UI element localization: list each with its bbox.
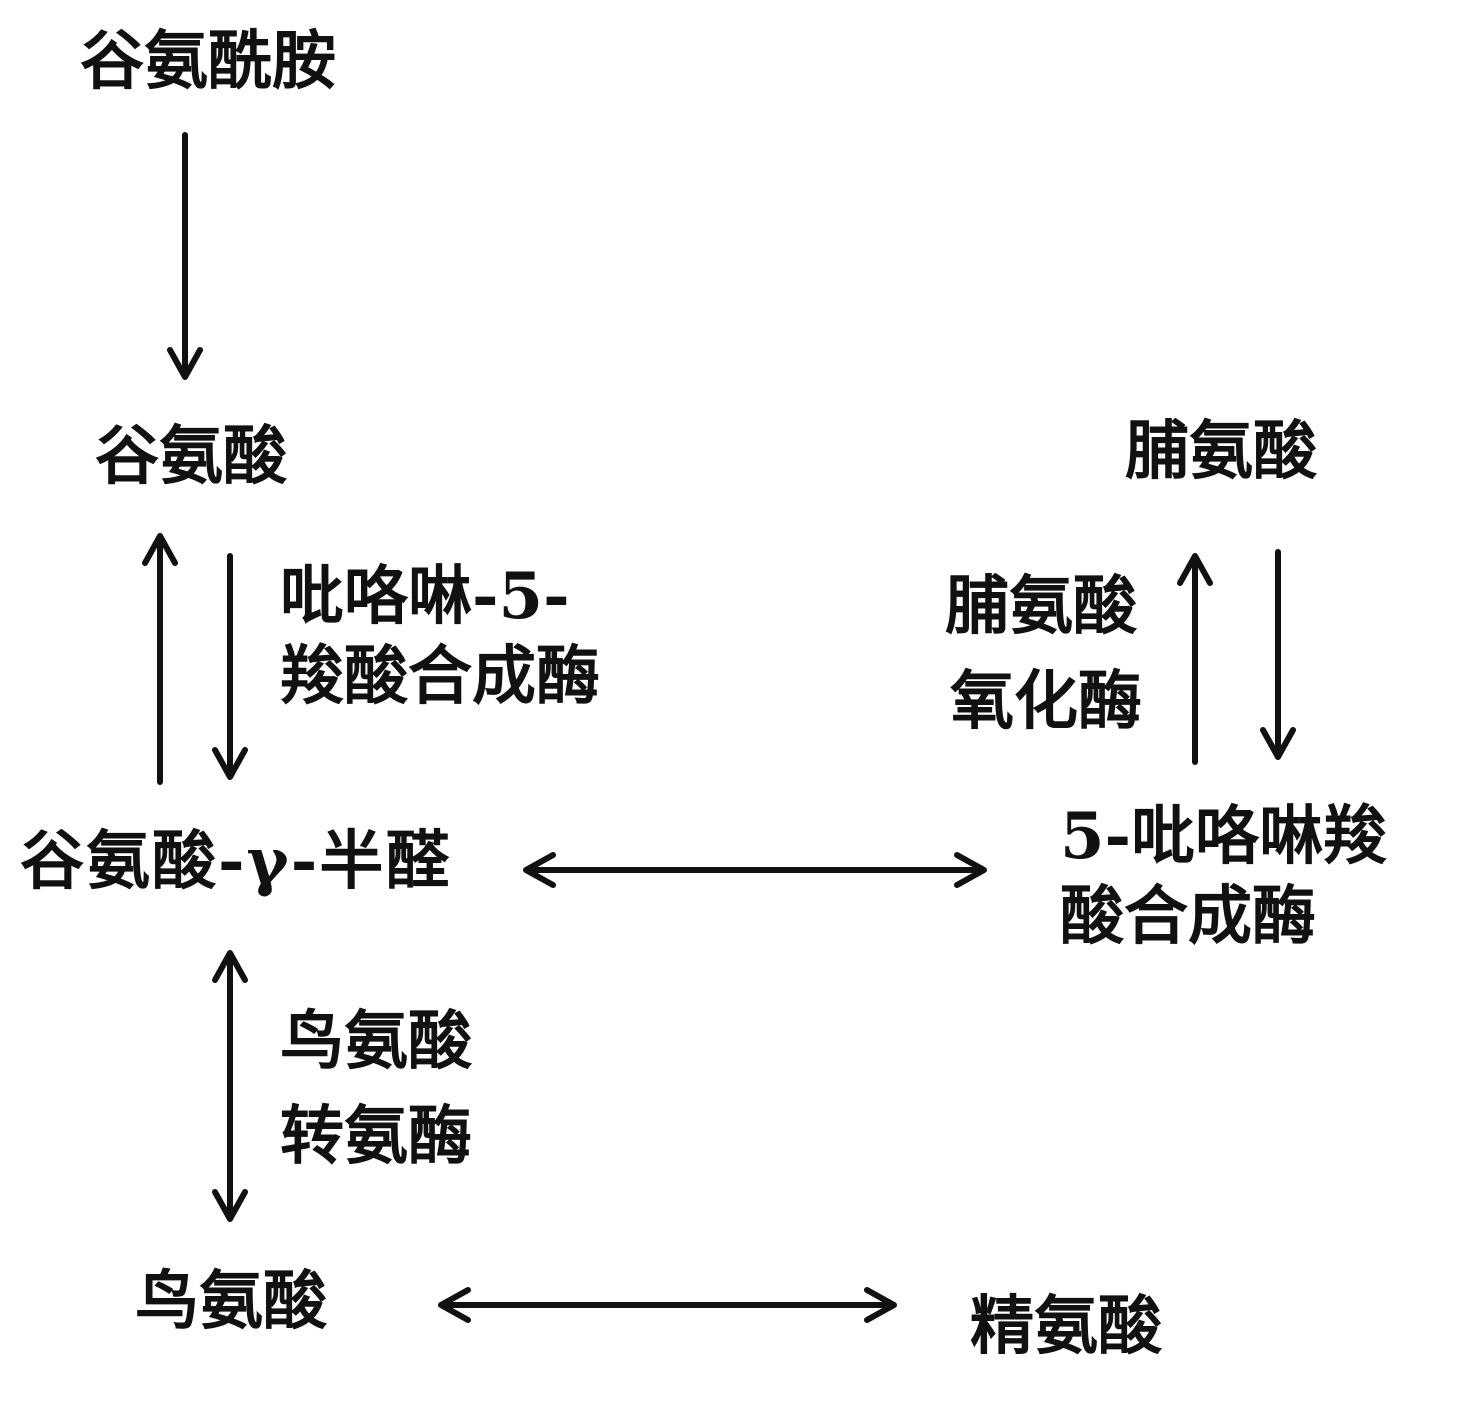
enzyme-oat-line2: 转氨酶 — [280, 1099, 472, 1174]
node-glutamate-semialdehyde: 谷氨酸-γ-半醛 — [20, 824, 452, 899]
enzyme-p5cs-right-line2: 酸合成酶 — [1060, 879, 1316, 954]
node-glutamine: 谷氨酰胺 — [80, 24, 336, 99]
arrow-proline-to-p5c — [1260, 549, 1296, 760]
arrow-ornithine-arginine-bidirectional — [438, 1287, 897, 1323]
enzyme-oat-line1: 鸟氨酸 — [280, 1004, 472, 1079]
node-arginine: 精氨酸 — [970, 1289, 1162, 1364]
arrow-semialdehyde-p5c-bidirectional — [523, 852, 987, 888]
enzyme-p5cs-right-line1: 5-吡咯啉羧 — [1060, 799, 1388, 874]
arrow-glutamine-to-glutamate — [167, 132, 203, 380]
enzyme-proline-oxidase-line2: 氧化酶 — [950, 664, 1142, 739]
enzyme-p5cs-left-line2: 羧酸合成酶 — [280, 639, 600, 714]
enzyme-p5cs-left-line1: 吡咯啉-5- — [280, 559, 570, 634]
arrow-semialdehyde-ornithine-bidirectional — [212, 950, 248, 1222]
arrow-p5c-to-proline — [1177, 553, 1213, 765]
node-proline: 脯氨酸 — [1125, 414, 1317, 489]
node-glutamate: 谷氨酸 — [95, 419, 287, 494]
enzyme-proline-oxidase-line1: 脯氨酸 — [945, 569, 1137, 644]
arrow-glutamate-to-semialdehyde — [212, 553, 248, 780]
arrow-semialdehyde-to-glutamate — [142, 533, 178, 785]
node-ornithine: 鸟氨酸 — [135, 1264, 327, 1339]
